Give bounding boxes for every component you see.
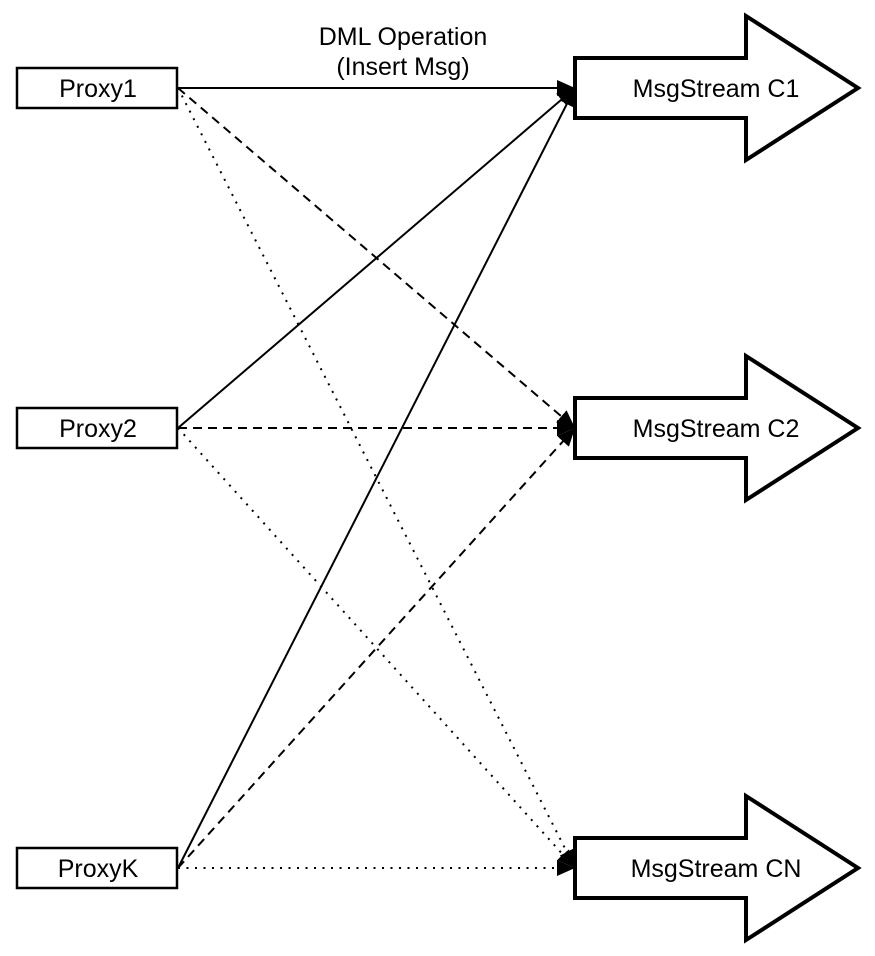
stream-node-c2: [573, 352, 862, 504]
edge-proxyk-c2-dashed: [177, 427, 576, 869]
stream-node-c1: [573, 12, 862, 164]
edge-proxy2-cn-dotted: [177, 427, 576, 869]
proxy-node-proxy1: [15, 66, 179, 110]
edge-annotation-line2: (Insert Msg): [336, 53, 469, 81]
proxy-label-proxyk: ProxyK: [58, 855, 139, 883]
edge-proxy1-c2-dashed: [177, 87, 576, 429]
stream-label-c1: MsgStream C1: [633, 75, 800, 103]
proxy-box-proxy2: [15, 406, 179, 450]
stream-arrow-shape-c1: [573, 12, 862, 164]
edge-layer: [177, 80, 576, 876]
proxy-node-proxy2: [15, 406, 179, 450]
proxy-node-proxyk: [15, 846, 179, 890]
proxy-box-proxy1: [15, 66, 179, 110]
proxy-label-proxy1: Proxy1: [59, 75, 137, 103]
edge-proxyk-c1-solid: [177, 87, 576, 869]
proxy-box-proxyk: [15, 846, 179, 890]
edge-proxy1-cn-dotted: [177, 87, 576, 869]
stream-arrow-shape-cn: [573, 792, 862, 944]
stream-node-cn: [573, 792, 862, 944]
stream-label-cn: MsgStream CN: [631, 855, 802, 883]
stream-arrow-shape-c2: [573, 352, 862, 504]
stream-label-c2: MsgStream C2: [633, 415, 800, 443]
edge-annotation-line1: DML Operation: [319, 23, 488, 51]
proxy-label-proxy2: Proxy2: [59, 415, 137, 443]
